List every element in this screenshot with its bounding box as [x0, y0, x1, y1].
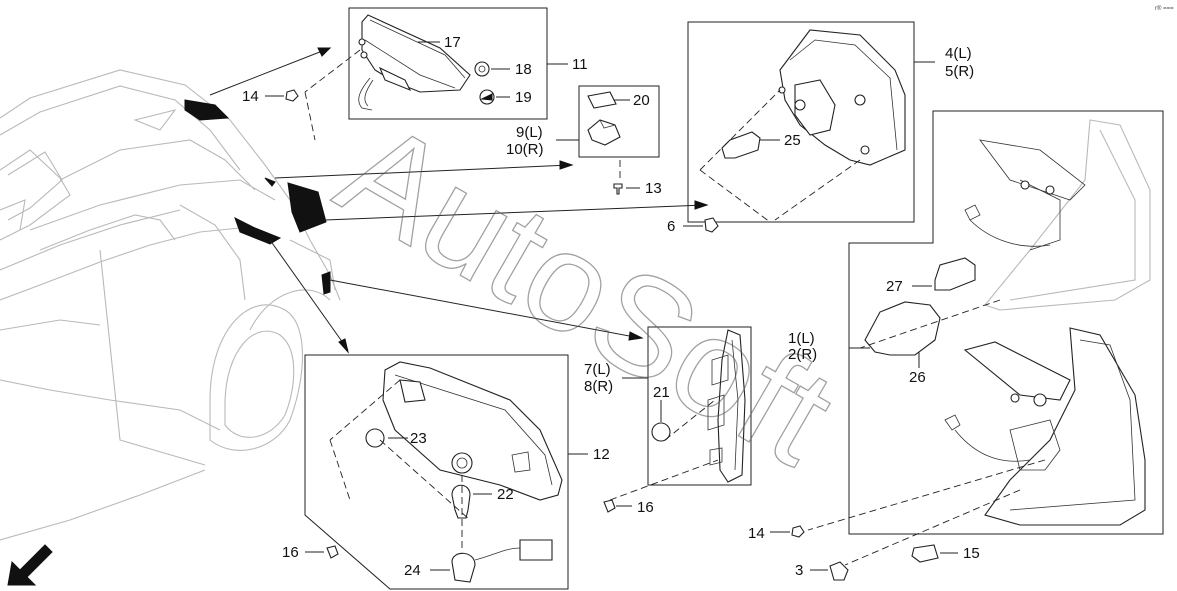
rear-fog-lamp-housing — [382, 361, 563, 501]
tailgate-lamp-group — [687, 21, 935, 223]
bulb-27-icon — [934, 257, 976, 291]
reflector-location — [234, 216, 282, 245]
side-reflector-body — [717, 329, 746, 483]
vehicle-outline — [0, 69, 341, 541]
clip-15-icon — [911, 544, 939, 563]
screw-13-icon — [613, 183, 623, 195]
callout-4: 4(L) — [945, 45, 972, 62]
callout-9: 9(L) — [516, 124, 543, 141]
callout-11: 11 — [572, 56, 588, 73]
bulb-25-icon — [721, 131, 761, 159]
bulb-22-icon — [451, 484, 471, 519]
license-lamp-location — [264, 177, 276, 187]
license-lamp-group — [556, 85, 660, 178]
screw-16b-icon — [326, 545, 339, 559]
callout-21: 21 — [653, 384, 670, 401]
callout-5: 5(R) — [945, 63, 974, 80]
clip-6-icon — [704, 217, 719, 233]
front-direction-arrow-icon — [7, 544, 53, 586]
side-reflector-group — [609, 326, 752, 501]
callout-6: 6 — [667, 218, 675, 235]
callout-25: 25 — [784, 132, 801, 149]
callout-14a: 14 — [242, 88, 259, 105]
corner-mark: r® === — [1155, 5, 1174, 12]
license-lamp-body — [587, 119, 621, 146]
license-lamp-lens — [587, 91, 617, 109]
callout-22: 22 — [497, 486, 514, 503]
callout-19: 19 — [515, 89, 532, 106]
callout-2: 2(R) — [788, 346, 817, 363]
callout-10: 10(R) — [506, 141, 544, 158]
callout-24: 24 — [404, 562, 421, 579]
callout-15: 15 — [963, 545, 980, 562]
callout-12: 12 — [593, 446, 610, 463]
callout-13: 13 — [645, 180, 662, 197]
callout-16a: 16 — [282, 544, 299, 561]
callout-16b: 16 — [637, 499, 654, 516]
nut-14b-icon — [791, 525, 805, 538]
bulb-26-icon — [864, 301, 941, 356]
cap-23-icon — [365, 428, 385, 448]
callout-8: 8(R) — [584, 378, 613, 395]
upper-lamp-outline — [984, 119, 1151, 311]
leader-arrows — [209, 47, 709, 354]
rear-fog-lamp-group — [304, 354, 588, 590]
bolt-3-icon — [829, 561, 849, 581]
grommet-21-icon — [651, 422, 671, 442]
callout-7: 7(L) — [584, 361, 611, 378]
high-mount-stop-lamp-group — [304, 7, 568, 141]
callout-17: 17 — [444, 34, 461, 51]
callout-labels: 1(L) 2(R) 3 4(L) 5(R) 6 7(L) 8(R) 9(L) 1… — [242, 34, 980, 579]
grommet-18-icon — [474, 61, 490, 77]
callout-26: 26 — [909, 369, 926, 386]
socket-24-icon — [451, 552, 476, 583]
callout-18: 18 — [515, 61, 532, 78]
nut-14-icon — [285, 89, 299, 102]
callout-23: 23 — [410, 430, 427, 447]
callout-27: 27 — [886, 278, 903, 295]
callout-1: 1(L) — [788, 330, 815, 347]
side-marker-location — [321, 271, 331, 295]
high-mount-lamp-housing — [361, 14, 471, 93]
screw-16-icon — [603, 499, 616, 513]
callout-20: 20 — [633, 92, 650, 109]
tail-lamp-location — [287, 182, 327, 233]
callout-14b: 14 — [748, 525, 765, 542]
body-lamp-group — [807, 110, 1164, 566]
high-mount-lamp-location — [184, 99, 230, 121]
callout-3: 3 — [795, 562, 803, 579]
